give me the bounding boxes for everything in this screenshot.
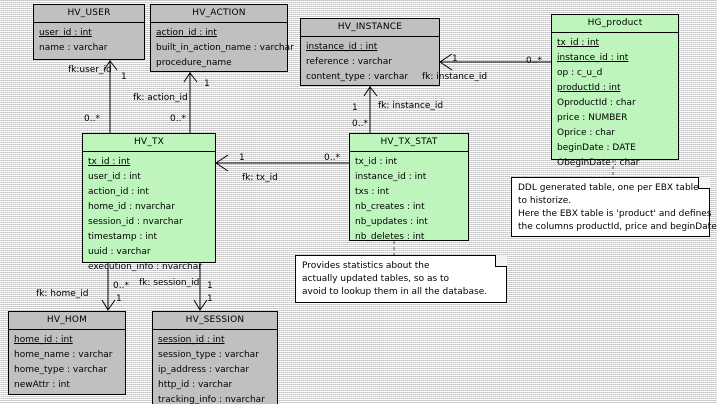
edge-label-card-action-1: 1: [204, 79, 210, 89]
entity-field: instance_id : int: [355, 172, 427, 182]
entity-field: session_id : nvarchar: [88, 217, 183, 227]
entity-field: beginDate : DATE: [557, 143, 636, 153]
edge-label-card-txstat-many: 0..*: [324, 153, 340, 163]
note-tx-stat[interactable]: Provides statistics about the actually up…: [295, 255, 507, 303]
entity-field-primary-key: tx_id : int: [88, 157, 131, 167]
edge-label-card-user-many: 0..*: [84, 114, 100, 124]
edge-label-fk-user-id: fk:user_id: [68, 65, 112, 75]
entity-hv-tx-stat[interactable]: HV_TX_STAT tx_id : int instance_id : int tx…: [349, 133, 469, 242]
entity-field: home_id : nvarchar: [88, 202, 175, 212]
note-line: to historize.: [518, 196, 572, 206]
entity-title: HV_TX: [83, 134, 215, 152]
entity-hv-user[interactable]: HV_USER user_id : int name : varchar: [33, 4, 145, 60]
entity-field: ip_address : varchar: [158, 365, 250, 375]
entity-field: newAttr : int: [14, 380, 70, 390]
entity-field: nb_updates : int: [355, 217, 428, 227]
entity-field: nb_creates : int: [355, 202, 425, 212]
entity-field-list: user_id : int name : varchar: [34, 23, 144, 59]
entity-field-primary-key: session_id : int: [158, 335, 225, 345]
edge-label-card-session-1b: 1: [207, 294, 213, 304]
entity-title: HV_INSTANCE: [301, 19, 439, 37]
entity-hv-tx[interactable]: HV_TX tx_id : int user_id : int action_id :…: [82, 133, 216, 272]
entity-field: price : NUMBER: [557, 113, 628, 123]
entity-field-list: tx_id : int instance_id : int txs : int nb_…: [350, 152, 468, 248]
entity-field: reference : varchar: [306, 57, 392, 67]
entity-field: nb_deletes : int: [355, 232, 425, 242]
edge-label-card-hg-many: 0..*: [526, 56, 542, 66]
entity-field: procedure_name: [156, 58, 232, 68]
entity-title: HV_HOM: [9, 312, 125, 330]
entity-hg-product[interactable]: HG_product tx_id : int instance_id : int op…: [551, 14, 679, 168]
note-line: the columns productId, price and beginDa…: [518, 222, 717, 232]
entity-field-list: tx_id : int user_id : int action_id : int h…: [83, 152, 215, 278]
entity-title: HG_product: [552, 15, 678, 33]
edge-label-fk-instance-id-down: fk: instance_id: [378, 101, 444, 111]
entity-field: Oprice : char: [557, 128, 616, 138]
edge-label-card-inst-down-1: 1: [352, 103, 358, 113]
entity-field: built_in_action_name : varchar: [156, 43, 294, 53]
entity-field: home_type : varchar: [14, 365, 108, 375]
note-hg-product[interactable]: DDL generated table, one per EBX table to…: [511, 177, 717, 237]
edge-label-fk-instance-id-right: fk: instance_id: [422, 72, 488, 82]
edge-label-card-inst-down-many: 0..*: [352, 119, 368, 129]
entity-field-primary-key: instance_id : int: [557, 53, 629, 63]
entity-field-list: home_id : int home_name : varchar home_typ…: [9, 330, 125, 396]
entity-hv-session[interactable]: HV_SESSION session_id : int session_type :…: [152, 311, 278, 404]
note-line: Provides statistics about the: [302, 261, 430, 271]
edge-label-card-home-1: 1: [116, 294, 122, 304]
note-line: DDL generated table, one per EBX table: [518, 183, 699, 193]
note-corner-fold-icon: [495, 255, 507, 267]
edge-label-card-inst-right-1: 1: [452, 54, 458, 64]
entity-field-list: session_id : int session_type : varchar ip…: [153, 330, 277, 404]
note-line: Here the EBX table is 'product' and defi…: [518, 209, 712, 219]
edge-label-fk-action-id: fk: action_id: [133, 93, 188, 103]
note-corner-fold-icon: [698, 177, 710, 189]
entity-field-primary-key: action_id : int: [156, 28, 217, 38]
entity-field-list: action_id : int built_in_action_name : va…: [151, 23, 294, 74]
entity-field: content_type : varchar: [306, 72, 409, 82]
entity-title: HV_SESSION: [153, 312, 277, 330]
entity-field: execution_info : nvarchar: [88, 262, 202, 272]
entity-field: action_id : int: [88, 187, 149, 197]
entity-field: user_id : int: [88, 172, 141, 182]
entity-field: home_name : varchar: [14, 350, 113, 360]
note-line: actually updated tables, so as to: [302, 274, 450, 284]
edge-label-card-session-1a: 1: [207, 281, 213, 291]
entity-field: tracking_info : nvarchar: [158, 395, 265, 404]
entity-field-primary-key: user_id : int: [39, 28, 92, 38]
entity-field-primary-key: instance_id : int: [306, 42, 378, 52]
entity-title: HV_ACTION: [151, 5, 287, 23]
note-line: avoid to lookup them in all the database…: [302, 287, 488, 297]
entity-field: uuid : varchar: [88, 247, 151, 257]
entity-title: HV_USER: [34, 5, 144, 23]
entity-field: name : varchar: [39, 43, 108, 53]
entity-field: timestamp : int: [88, 232, 158, 242]
entity-field: http_id : varchar: [158, 380, 233, 390]
entity-field-list: instance_id : int reference : varchar cont…: [301, 37, 439, 88]
entity-hv-instance[interactable]: HV_INSTANCE instance_id : int reference : …: [300, 18, 440, 86]
entity-field: session_type : varchar: [158, 350, 259, 360]
entity-field: ObeginDate : char: [557, 158, 640, 168]
entity-field-primary-key: productId : int: [557, 83, 621, 93]
entity-title: HV_TX_STAT: [350, 134, 468, 152]
edge-label-fk-home-id: fk: home_id: [36, 289, 89, 299]
entity-hv-action[interactable]: HV_ACTION action_id : int built_in_action_…: [150, 4, 294, 74]
entity-field: tx_id : int: [355, 157, 398, 167]
entity-field-primary-key: tx_id : int: [557, 38, 600, 48]
edge-label-card-action-many: 0..*: [170, 114, 186, 124]
edge-label-fk-session-id: fk: session_id: [139, 278, 200, 288]
entity-field-primary-key: home_id : int: [14, 335, 73, 345]
edge-label-card-tx-1: 1: [239, 153, 245, 163]
edge-label-card-home-many: 0..*: [113, 281, 129, 291]
edge-label-fk-tx-id: fk: tx_id: [242, 173, 278, 183]
entity-field: OproductId : char: [557, 98, 636, 108]
edge-label-card-user-1: 1: [121, 72, 127, 82]
entity-field: op : c_u_d: [557, 68, 603, 78]
entity-field: txs : int: [355, 187, 390, 197]
